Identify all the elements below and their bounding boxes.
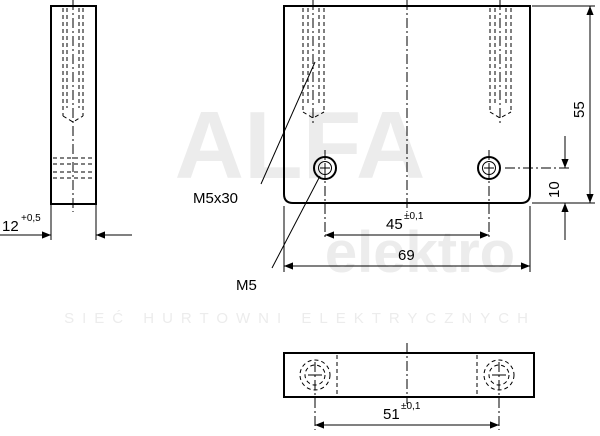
watermark-brand-bottom: elektro: [325, 220, 515, 285]
bottom-view-outline: [283, 352, 535, 398]
side-view-drill-tip: [62, 115, 84, 123]
dim-bottom-hole-spacing-value: 51: [383, 406, 400, 423]
front-view-outline: [283, 5, 531, 204]
dim-side-thickness-tolerance: +0,5: [21, 213, 41, 224]
dim-front-hole-spacing-value: 45: [386, 216, 403, 233]
dim-front-hole-spacing-tolerance: ±0,1: [404, 211, 424, 222]
callout-screw-leader: [271, 175, 321, 269]
front-view: 45 ±0,1 69 55 10 M5x30 M5: [193, 0, 595, 294]
callout-thread-label: M5x30: [193, 190, 238, 207]
watermark-tagline: SIEĆ HURTOWNI ELEKTRYCZNYCH: [64, 310, 536, 327]
dim-overall-height-value: 55: [571, 101, 588, 118]
front-left-drill-tip: [302, 111, 325, 119]
dim-bottom-hole-spacing-tolerance: ±0,1: [401, 401, 421, 412]
watermark: ALFA elektro SIEĆ HURTOWNI ELEKTRYCZNYCH: [64, 92, 536, 327]
bottom-view: 51 ±0,1: [283, 343, 535, 430]
callout-screw-label: M5: [236, 277, 257, 294]
dim-side-thickness-value: 12: [2, 218, 19, 235]
front-right-drill-tip: [489, 111, 512, 119]
side-view: 12 +0,5: [0, 0, 132, 240]
dim-overall-width-value: 69: [398, 247, 415, 264]
callout-thread-leader: [260, 61, 316, 185]
watermark-brand-top: ALFA: [175, 92, 426, 199]
dim-hole-height-value: 10: [546, 181, 563, 198]
